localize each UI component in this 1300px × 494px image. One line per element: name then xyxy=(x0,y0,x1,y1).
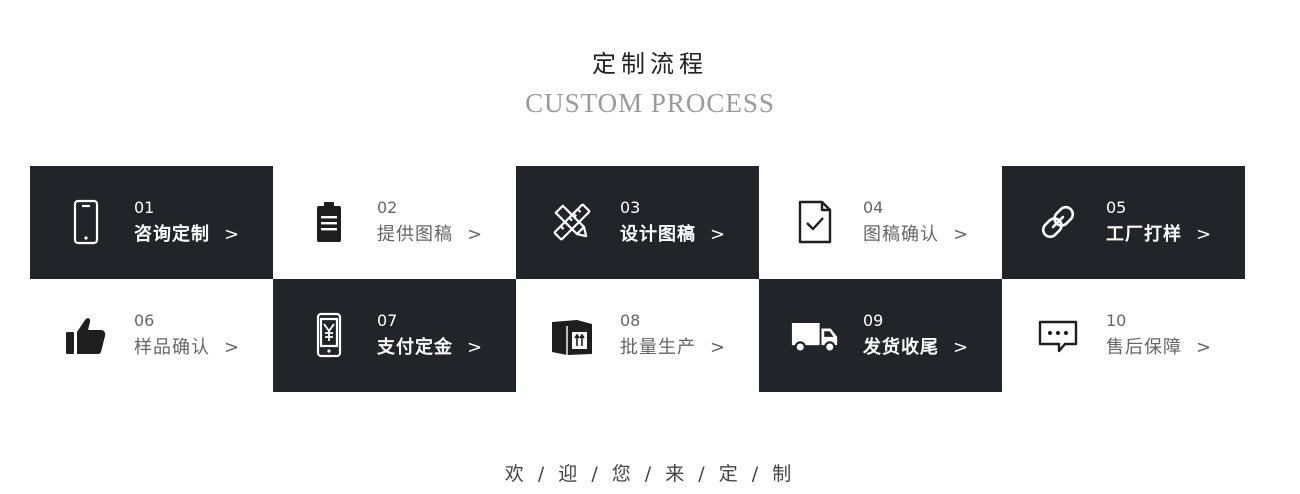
step-number: 02 xyxy=(377,198,398,217)
step-label: 样品确认 xyxy=(134,337,210,358)
chevron-right-icon: > xyxy=(710,337,726,358)
welcome-slogan: 欢 / 迎 / 您 / 来 / 定 / 制 xyxy=(504,463,796,485)
step-04-confirm-artwork[interactable]: 04 图稿确认 > xyxy=(759,166,1002,279)
truck-icon xyxy=(791,310,839,360)
step-label: 图稿确认 xyxy=(863,224,939,245)
chevron-right-icon: > xyxy=(224,224,240,245)
page-subtitle: CUSTOM PROCESS xyxy=(525,88,775,118)
process-grid: 01 咨询定制 > 02 提供图稿 > xyxy=(30,166,1245,392)
link-icon xyxy=(1034,197,1082,247)
phone-icon xyxy=(62,197,110,247)
chat-bubble-icon xyxy=(1034,310,1082,360)
chevron-right-icon: > xyxy=(1196,224,1212,245)
step-label: 设计图稿 xyxy=(620,224,696,245)
chevron-right-icon: > xyxy=(953,224,969,245)
step-02-provide-artwork[interactable]: 02 提供图稿 > xyxy=(273,166,516,279)
chevron-right-icon: > xyxy=(467,337,483,358)
step-label: 发货收尾 xyxy=(863,337,939,358)
step-number: 10 xyxy=(1106,311,1127,330)
page-title: 定制流程 xyxy=(592,50,708,78)
chevron-right-icon: > xyxy=(710,224,726,245)
step-number: 04 xyxy=(863,198,884,217)
step-07-pay-deposit[interactable]: 07 支付定金 > xyxy=(273,279,516,392)
chevron-right-icon: > xyxy=(953,337,969,358)
step-label: 批量生产 xyxy=(620,337,696,358)
mobile-payment-icon xyxy=(305,310,353,360)
step-label: 提供图稿 xyxy=(377,224,453,245)
step-10-after-sales[interactable]: 10 售后保障 > xyxy=(1002,279,1245,392)
chevron-right-icon: > xyxy=(1196,337,1212,358)
step-number: 07 xyxy=(377,311,398,330)
step-01-consult[interactable]: 01 咨询定制 > xyxy=(30,166,273,279)
step-number: 03 xyxy=(620,198,641,217)
step-09-shipping[interactable]: 09 发货收尾 > xyxy=(759,279,1002,392)
thumbs-up-icon xyxy=(62,310,110,360)
step-number: 05 xyxy=(1106,198,1127,217)
chevron-right-icon: > xyxy=(224,337,240,358)
chevron-right-icon: > xyxy=(467,224,483,245)
step-06-sample-confirm[interactable]: 06 样品确认 > xyxy=(30,279,273,392)
step-label: 咨询定制 xyxy=(134,224,210,245)
step-label: 售后保障 xyxy=(1106,337,1182,358)
step-number: 08 xyxy=(620,311,641,330)
step-number: 01 xyxy=(134,198,155,217)
step-05-factory-sample[interactable]: 05 工厂打样 > xyxy=(1002,166,1245,279)
step-number: 09 xyxy=(863,311,884,330)
step-03-design-artwork[interactable]: 03 设计图稿 > xyxy=(516,166,759,279)
box-icon xyxy=(548,310,596,360)
step-number: 06 xyxy=(134,311,155,330)
clipboard-icon xyxy=(305,197,353,247)
step-label: 工厂打样 xyxy=(1106,224,1182,245)
document-check-icon xyxy=(791,197,839,247)
step-08-mass-production[interactable]: 08 批量生产 > xyxy=(516,279,759,392)
step-label: 支付定金 xyxy=(377,337,453,358)
pencil-ruler-icon xyxy=(548,197,596,247)
